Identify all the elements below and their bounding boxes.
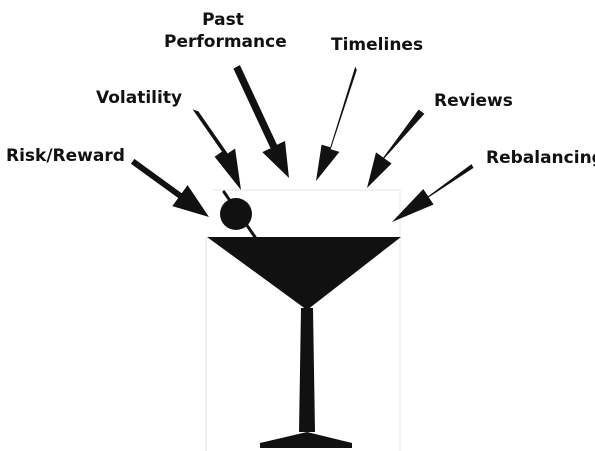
olive-icon — [220, 190, 257, 239]
glass-stem — [299, 308, 315, 432]
martini-glass-icon — [207, 237, 401, 448]
arrow-icon-risk-reward — [130, 158, 209, 217]
background-panel — [205, 189, 401, 451]
label-reviews: Reviews — [434, 91, 513, 111]
arrow-icon-volatility — [192, 109, 241, 190]
glass-base — [260, 432, 352, 448]
label-rebalancing: Rebalancing — [486, 148, 595, 168]
olive — [220, 198, 252, 230]
arrow-icon-reviews — [367, 109, 425, 188]
label-past: Past — [202, 10, 244, 30]
arrows — [130, 65, 474, 222]
label-volatility: Volatility — [96, 88, 183, 108]
label-performance: Performance — [164, 32, 287, 52]
label-timelines: Timelines — [331, 35, 424, 55]
label-past-performance: Past Performance — [164, 9, 287, 53]
glass-bowl — [207, 237, 401, 310]
arrow-icon-timelines — [316, 66, 357, 181]
label-risk-reward: Risk/Reward — [6, 146, 125, 166]
arrow-icon-rebalancing — [392, 164, 474, 222]
arrow-icon-past-performance — [233, 65, 289, 178]
